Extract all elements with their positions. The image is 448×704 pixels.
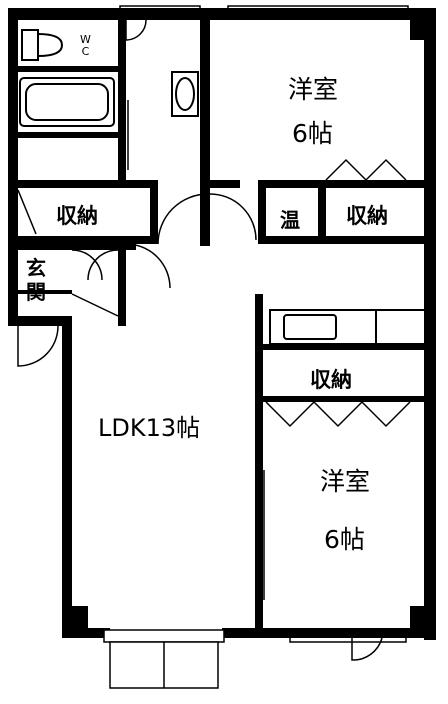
ldk-label: LDK13帖 [98, 414, 201, 442]
interior-walls [16, 8, 436, 638]
closet-left-label: 収納 [56, 204, 98, 228]
western-room-bottom-name: 洋室 [320, 467, 371, 496]
closet-middle-right-label: 収納 [310, 368, 352, 392]
kitchen-counter [269, 309, 435, 345]
entrance-label: 玄関 [26, 256, 46, 304]
toilet-label: W C [80, 33, 91, 58]
western-room-top-size: 6帖 [292, 119, 333, 148]
washbasin [171, 71, 199, 117]
folding-doors [17, 158, 411, 428]
exterior-walls [8, 8, 436, 640]
column-blocks [70, 18, 426, 630]
bathtub [19, 77, 115, 127]
heater-space-label: 温 [280, 208, 300, 232]
western-room-bottom-size: 6帖 [324, 525, 365, 554]
toilet-fixture [21, 29, 64, 61]
closet-top-right-label: 収納 [346, 204, 388, 228]
windows [103, 5, 409, 689]
sliding-partitions [127, 100, 265, 600]
western-room-top-name: 洋室 [288, 75, 339, 104]
